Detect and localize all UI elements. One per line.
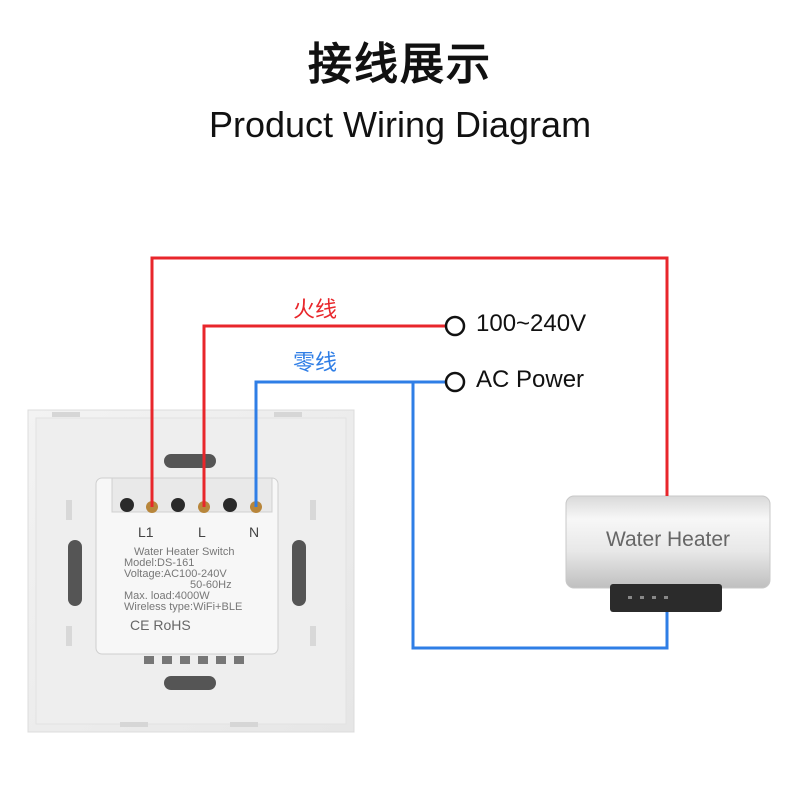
title-english: Product Wiring Diagram <box>208 104 592 145</box>
module-frequency: 50-60Hz <box>190 579 232 591</box>
terminal-power <box>444 371 466 393</box>
pin-label-l1: L1 <box>138 524 154 540</box>
terminal-screws <box>120 498 262 513</box>
neutral-wire-label: 零线 <box>293 351 338 376</box>
module-model: Model:DS-161 <box>124 557 195 569</box>
title-chinese: 接线展示 <box>308 39 492 90</box>
terminal-voltage <box>444 315 466 337</box>
module-max-load: Max. load:4000W <box>124 590 210 602</box>
certification-marks: CE RoHS <box>130 617 191 633</box>
neutral-wires <box>254 380 669 650</box>
ac-power-label: AC Power <box>476 366 585 393</box>
neutral-wire-n <box>254 380 445 507</box>
water-heater <box>565 495 771 612</box>
module-wireless: Wireless type:WiFi+BLE <box>124 601 243 613</box>
live-wire-l <box>202 324 445 507</box>
live-wire-l1 <box>150 256 669 507</box>
live-wires <box>150 256 669 507</box>
pin-label-l: L <box>198 524 206 540</box>
pin-label-n: N <box>249 524 260 540</box>
module-name: Water Heater Switch <box>134 546 235 558</box>
switch-panel <box>27 409 355 733</box>
module-voltage: Voltage:AC100-240V <box>124 568 227 580</box>
switch-module <box>95 477 279 664</box>
voltage-label: 100~240V <box>476 310 587 337</box>
live-wire-label: 火线 <box>293 298 338 323</box>
neutral-wire-heater <box>411 382 669 650</box>
water-heater-label: Water Heater <box>605 528 731 551</box>
